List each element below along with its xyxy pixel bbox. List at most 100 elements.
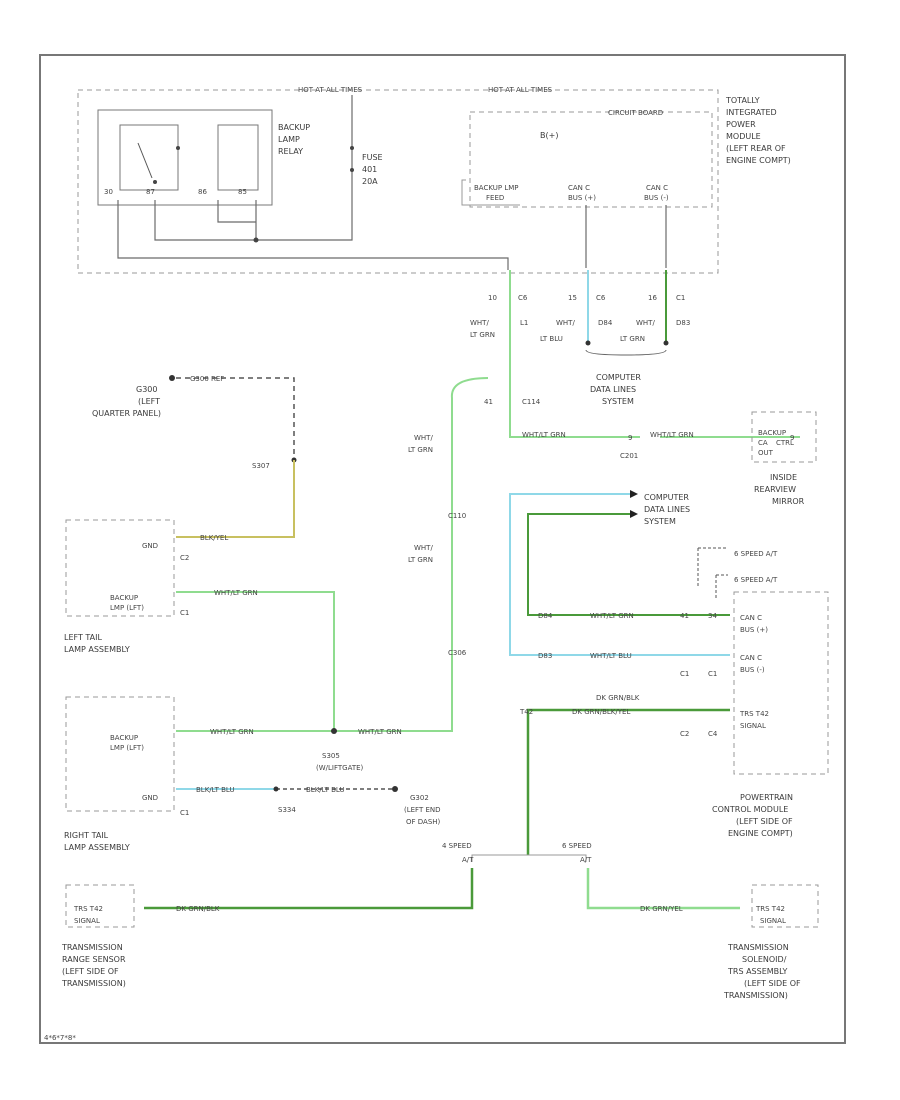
trs-right-signal: TRS T42 SIGNAL bbox=[755, 905, 786, 925]
svg-text:C4: C4 bbox=[708, 730, 718, 738]
trs-right-wire bbox=[586, 868, 740, 910]
d84-label: D84 bbox=[538, 612, 553, 620]
left-tail-label: LEFT TAIL LAMP ASSEMBLY bbox=[64, 633, 130, 654]
svg-text:FEED: FEED bbox=[486, 194, 504, 202]
svg-text:CAN C: CAN C bbox=[568, 184, 590, 192]
pcm-can-plus: CAN C BUS (+) bbox=[740, 614, 768, 634]
speed-6at-label-b: 6 SPEED A/T bbox=[734, 576, 778, 584]
left-tail-box bbox=[65, 519, 175, 617]
svg-text:S305: S305 bbox=[322, 752, 340, 760]
svg-text:D84: D84 bbox=[598, 319, 613, 327]
svg-text:TRS ASSEMBLY: TRS ASSEMBLY bbox=[727, 967, 788, 976]
s307-label: S307 bbox=[252, 462, 270, 470]
svg-text:MODULE: MODULE bbox=[726, 132, 761, 141]
t42-label: T42 bbox=[519, 708, 533, 716]
backup-feed-wire bbox=[509, 270, 640, 438]
pcm-label: POWERTRAIN CONTROL MODULE (LEFT SIDE OF … bbox=[712, 793, 793, 838]
svg-text:LMP (LFT): LMP (LFT) bbox=[110, 744, 144, 752]
right-gnd: GND bbox=[142, 794, 158, 802]
svg-text:CAN C: CAN C bbox=[740, 614, 762, 622]
pcm-pins: 41 34 C1 C1 C2 C4 bbox=[680, 612, 718, 738]
svg-text:BACKUP: BACKUP bbox=[758, 429, 786, 437]
svg-text:CA: CA bbox=[758, 439, 768, 447]
svg-text:DATA LINES: DATA LINES bbox=[644, 505, 690, 514]
svg-text:401: 401 bbox=[362, 165, 377, 174]
svg-text:TOTALLY: TOTALLY bbox=[725, 96, 760, 105]
trans-solenoid-label: TRANSMISSION SOLENOID/ TRS ASSEMBLY (LEF… bbox=[723, 943, 801, 1000]
right-tail-label: RIGHT TAIL LAMP ASSEMBLY bbox=[64, 831, 130, 852]
c1-label-b: C1 bbox=[180, 809, 189, 817]
svg-text:6 SPEED: 6 SPEED bbox=[562, 842, 592, 850]
svg-text:9: 9 bbox=[790, 434, 794, 442]
backup-camera-label: BACKUP CA CTRL OUT bbox=[758, 429, 794, 457]
pcm-box bbox=[733, 591, 829, 775]
speed-6at-label-a: 6 SPEED A/T bbox=[734, 550, 778, 558]
svg-text:(LEFT REAR OF: (LEFT REAR OF bbox=[726, 144, 786, 153]
svg-text:LEFT TAIL: LEFT TAIL bbox=[64, 633, 103, 642]
svg-text:COMPUTER: COMPUTER bbox=[644, 493, 689, 502]
svg-text:LMP (LFT): LMP (LFT) bbox=[110, 604, 144, 612]
d83-label: D83 bbox=[538, 652, 552, 660]
svg-text:C2: C2 bbox=[680, 730, 689, 738]
trans-range-label: TRANSMISSION RANGE SENSOR (LEFT SIDE OF … bbox=[61, 943, 126, 988]
relay-label: BACKUP LAMP RELAY bbox=[278, 123, 310, 156]
svg-text:LT GRN: LT GRN bbox=[408, 556, 433, 564]
svg-text:LT GRN: LT GRN bbox=[408, 446, 433, 454]
svg-text:86: 86 bbox=[198, 188, 207, 196]
svg-text:BUS (-): BUS (-) bbox=[740, 666, 765, 674]
pin-41: 41 bbox=[484, 398, 493, 406]
svg-text:C6: C6 bbox=[518, 294, 528, 302]
svg-text:TRANSMISSION): TRANSMISSION) bbox=[61, 979, 126, 988]
c306-label: C306 bbox=[448, 649, 467, 657]
svg-text:LT GRN: LT GRN bbox=[620, 335, 645, 343]
speed-6-label: 6 SPEED A/T bbox=[562, 842, 592, 864]
trs-left-box bbox=[65, 884, 135, 928]
diagram-frame bbox=[39, 54, 846, 1044]
svg-text:SIGNAL: SIGNAL bbox=[740, 722, 766, 730]
svg-text:16: 16 bbox=[648, 294, 657, 302]
svg-text:D83: D83 bbox=[676, 319, 690, 327]
c114-label: C114 bbox=[522, 398, 541, 406]
blk-yel-label: BLK/YEL bbox=[200, 534, 228, 542]
svg-text:10: 10 bbox=[488, 294, 497, 302]
svg-text:30: 30 bbox=[104, 188, 113, 196]
vertical-wire-label-2: WHT/ LT GRN bbox=[408, 544, 433, 564]
mirror-wire-1: WHT/LT GRN bbox=[522, 431, 566, 439]
svg-text:WHT/: WHT/ bbox=[636, 319, 655, 327]
relay-wire-2 bbox=[154, 95, 353, 241]
comp-data-label-1: COMPUTER DATA LINES SYSTEM bbox=[590, 373, 641, 406]
svg-text:INSIDE: INSIDE bbox=[770, 473, 797, 482]
svg-text:BACKUP: BACKUP bbox=[110, 594, 138, 602]
svg-text:ENGINE COMPT): ENGINE COMPT) bbox=[726, 156, 791, 165]
svg-text:TRANSMISSION: TRANSMISSION bbox=[727, 943, 789, 952]
pcm-can-minus: CAN C BUS (-) bbox=[740, 654, 765, 674]
svg-text:REARVIEW: REARVIEW bbox=[754, 485, 796, 494]
tipm-pins: 10 C6 15 C6 16 C1 bbox=[488, 294, 685, 302]
pcm-dk-grn-wire bbox=[526, 708, 730, 855]
svg-text:(LEFT SIDE OF: (LEFT SIDE OF bbox=[736, 817, 793, 826]
g300-label: G300 (LEFT QUARTER PANEL) bbox=[92, 385, 161, 418]
svg-text:OUT: OUT bbox=[758, 449, 774, 457]
can-minus-label: CAN C BUS (-) bbox=[644, 184, 669, 202]
s305-right-wire-label: WHT/LT GRN bbox=[358, 728, 402, 736]
svg-text:(LEFT END: (LEFT END bbox=[404, 806, 441, 814]
svg-text:A/T: A/T bbox=[462, 856, 474, 864]
relay-wire-1 bbox=[117, 200, 509, 270]
svg-text:LAMP ASSEMBLY: LAMP ASSEMBLY bbox=[64, 843, 130, 852]
trs-right-wire-label: DK GRN/YEL bbox=[640, 905, 683, 913]
svg-text:CAN C: CAN C bbox=[740, 654, 762, 662]
can-wire-blu-2 bbox=[509, 493, 730, 656]
right-tail-box bbox=[65, 696, 175, 812]
svg-text:BACKUP: BACKUP bbox=[278, 123, 310, 132]
svg-text:RELAY: RELAY bbox=[278, 147, 303, 156]
svg-text:20A: 20A bbox=[362, 177, 378, 186]
right-backup-label: BACKUP LMP (LFT) bbox=[110, 734, 144, 752]
svg-text:15: 15 bbox=[568, 294, 577, 302]
svg-text:LAMP: LAMP bbox=[278, 135, 300, 144]
blk-yel-wire bbox=[176, 460, 295, 538]
svg-text:POWERTRAIN: POWERTRAIN bbox=[740, 793, 793, 802]
svg-text:BUS (+): BUS (+) bbox=[740, 626, 768, 634]
trs-left-signal: TRS T42 SIGNAL bbox=[73, 905, 103, 925]
svg-text:ENGINE COMPT): ENGINE COMPT) bbox=[728, 829, 793, 838]
svg-text:POWER: POWER bbox=[726, 120, 756, 129]
